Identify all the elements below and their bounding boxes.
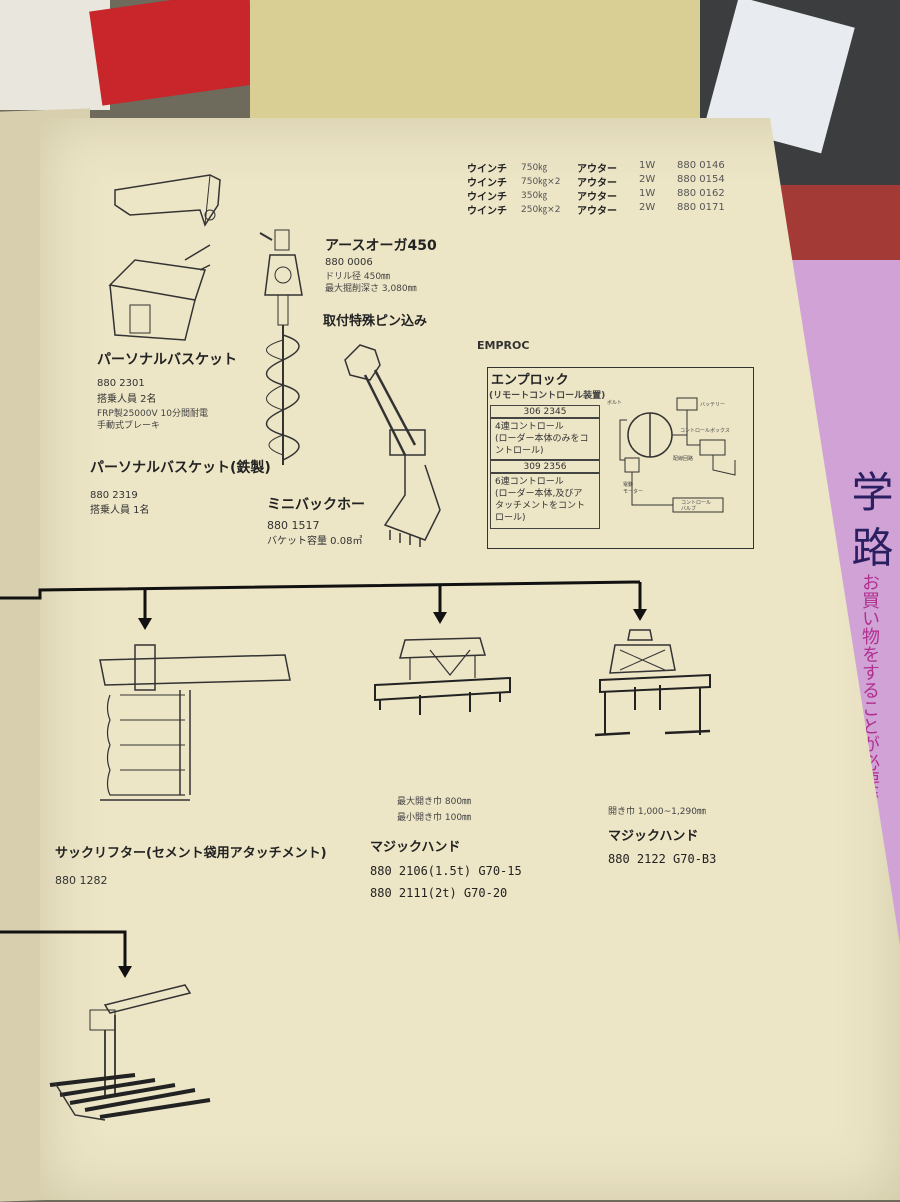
emproc-subtitle: (リモートコントロール装置) — [489, 391, 606, 401]
diagram-label: ボルト — [607, 399, 622, 406]
magic-hand-1-code2: 880 2111(2t) G70-20 — [370, 886, 508, 900]
fork-attachment-illustration — [49, 984, 211, 1121]
background-envelope — [250, 0, 750, 120]
magic-hand-2-code1: 880 2122 G70-B3 — [608, 852, 717, 866]
backhoe-code: 880 1517 — [267, 519, 320, 532]
winch-row: ウインチ 750㎏×2 アウター 2W 880 0154 — [467, 174, 725, 189]
magic-hand-2-illustration — [594, 629, 711, 737]
personal-basket-spec1: 搭乗人員 2名 — [97, 394, 157, 405]
winch-row: ウインチ 250㎏×2 アウター 2W 880 0171 — [467, 202, 725, 217]
magic-hand-1-title: マジックハンド — [370, 840, 461, 855]
personal-basket-title: パーソナルバスケット — [97, 352, 237, 368]
earth-auger-illustration — [259, 229, 303, 465]
lower-connector-line — [0, 930, 132, 978]
magic-hand-1-spec1: 最大開き巾 800㎜ — [397, 797, 472, 807]
steel-basket-code: 880 2319 — [90, 490, 138, 501]
pin-note: 取付特殊ピン込み — [323, 314, 428, 329]
diagram-label: コントロールボックス — [680, 427, 730, 434]
auger-spec2: 最大掘削深さ 3,080㎜ — [325, 284, 417, 294]
magic-hand-2-spec1: 開き巾 1,000~1,290㎜ — [608, 807, 706, 817]
attachment-bucket-illustration — [114, 174, 221, 227]
diagram-label: バルブ — [681, 505, 696, 512]
diagram-label: 電動 — [623, 481, 633, 488]
emproc-wiring-diagram: ボルト バッテリー コントロールボックス 電動 モーター コントロール バルブ … — [607, 397, 736, 513]
emproc-code2-cell: 309 2356 — [490, 460, 600, 473]
diagram-label: モーター — [623, 488, 643, 495]
auger-code: 880 0006 — [325, 257, 373, 268]
emproc-code1: 306 2345 — [523, 407, 567, 417]
magic-hand-1-illustration — [374, 637, 511, 715]
backhoe-title: ミニバックホー — [267, 497, 365, 513]
personal-basket-code: 880 2301 — [97, 378, 145, 389]
emproc-code2: 309 2356 — [523, 462, 567, 472]
pink-flyer-big: 学 路 — [845, 470, 894, 568]
magic-hand-1-code1: 880 2106(1.5t) G70-15 — [370, 864, 522, 878]
mini-backhoe-illustration — [344, 344, 441, 547]
emproc-heading: EMPROC — [477, 339, 530, 352]
magic-hand-2-title: マジックハンド — [608, 829, 699, 844]
backhoe-spec1: バケット容量 0.08㎥ — [267, 536, 363, 547]
diagram-label: 配線回路 — [673, 455, 693, 462]
emproc-title: エンプロック — [491, 373, 569, 388]
connector-lines — [0, 580, 647, 630]
auger-title: アースオーガ450 — [325, 238, 437, 254]
sack-lifter-code: 880 1282 — [55, 874, 108, 887]
emproc-code1-cell: 306 2345 — [490, 405, 600, 418]
magic-hand-1-spec2: 最小開き巾 100㎜ — [397, 813, 472, 823]
auger-spec1: ドリル径 450㎜ — [325, 272, 391, 282]
winch-row: ウインチ 750㎏ アウター 1W 880 0146 — [467, 160, 725, 175]
sack-lifter-title: サックリフター(セメント袋用アタッチメント) — [55, 846, 327, 861]
winch-table: ウインチ 750㎏ アウター 1W 880 0146 ウインチ 750㎏×2 ア… — [467, 160, 767, 217]
steel-basket-title: パーソナルバスケット(鉄製) — [90, 460, 271, 476]
personal-basket-spec3: 手動式ブレーキ — [97, 421, 161, 431]
personal-basket-spec2: FRP製25000V 10分間耐電 — [97, 409, 208, 419]
diagram-label: コントロール — [681, 500, 711, 506]
winch-row: ウインチ 350㎏ アウター 1W 880 0162 — [467, 188, 725, 203]
emproc-desc1-cell: 4連コントロール (ローダー本体のみをコ ントロール) — [490, 418, 600, 460]
steel-basket-spec1: 搭乗人員 1名 — [90, 505, 150, 516]
personal-basket-illustration — [108, 244, 211, 341]
emproc-box — [487, 367, 754, 549]
diagram-label: バッテリー — [700, 402, 725, 408]
sack-lifter-illustration — [99, 644, 291, 801]
background-red-object — [89, 0, 261, 106]
emproc-desc2-cell: 6連コントロール (ローダー本体,及びア タッチメントをコント ロール) — [490, 473, 600, 529]
